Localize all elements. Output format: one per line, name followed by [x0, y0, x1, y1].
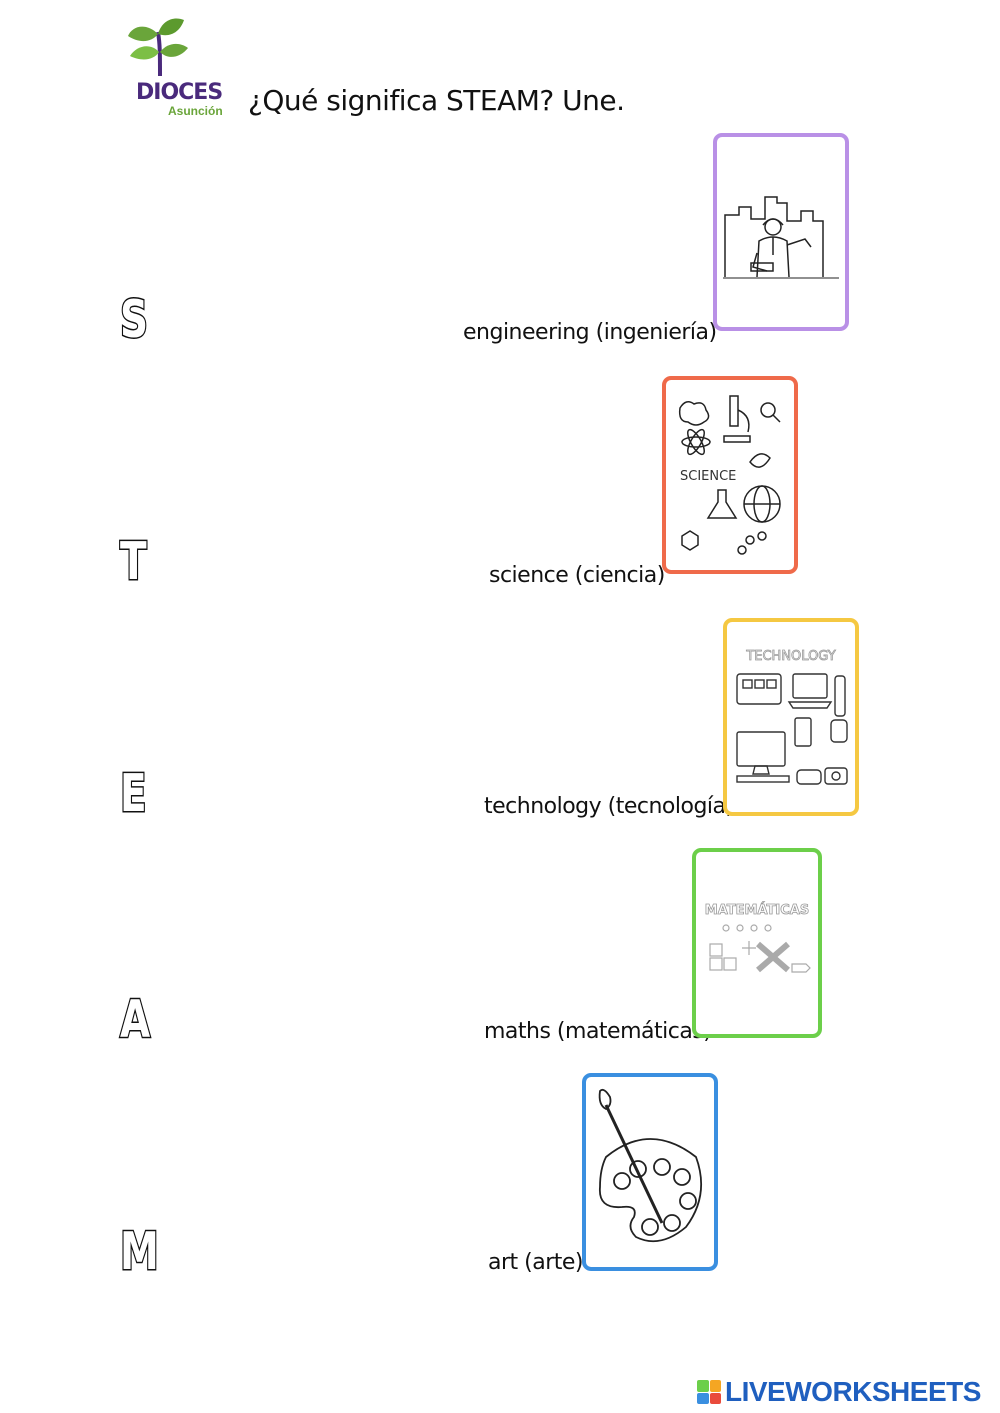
letter-a: A — [119, 989, 151, 1052]
logo-subtitle: Asunción — [168, 104, 223, 118]
engineer-picture-card[interactable] — [713, 133, 849, 331]
technology-caption: TECHNOLOGY — [745, 649, 835, 664]
word-engineering[interactable]: engineering (ingeniería) — [463, 320, 717, 345]
art-picture-card[interactable] — [582, 1073, 718, 1271]
maths-picture-card[interactable]: MATEMÁTICAS — [692, 848, 822, 1038]
word-science[interactable]: science (ciencia) — [489, 563, 665, 588]
letter-m: M — [119, 1221, 160, 1284]
science-icon: SCIENCE — [678, 395, 781, 555]
palette-icon — [598, 1088, 703, 1243]
letter-s: S — [119, 289, 149, 352]
word-art[interactable]: art (arte) — [488, 1250, 584, 1275]
liveworksheets-icon — [697, 1380, 721, 1404]
letter-t: T — [119, 531, 148, 594]
liveworksheets-brand: LIVEWORKSHEETS — [697, 1376, 981, 1408]
maths-caption: MATEMÁTICAS — [705, 902, 809, 918]
technology-picture-card[interactable]: TECHNOLOGY — [723, 618, 859, 816]
dioces-logo: DIOCES Asunción — [122, 14, 232, 124]
word-maths[interactable]: maths (matemáticas) — [484, 1019, 712, 1044]
letter-e: E — [119, 763, 148, 826]
maths-icon: MATEMÁTICAS — [704, 902, 811, 973]
engineer-icon — [723, 196, 839, 279]
logo-name: DIOCES — [136, 80, 223, 105]
word-technology[interactable]: technology (tecnología) — [484, 794, 734, 819]
science-picture-card[interactable]: SCIENCE — [662, 376, 798, 574]
worksheet-title: ¿Qué significa STEAM? Une. — [248, 84, 625, 117]
science-caption: SCIENCE — [680, 469, 736, 484]
technology-icon: TECHNOLOGY — [736, 649, 848, 785]
sprout-icon — [128, 18, 188, 77]
brand-name: LIVEWORKSHEETS — [725, 1376, 981, 1407]
